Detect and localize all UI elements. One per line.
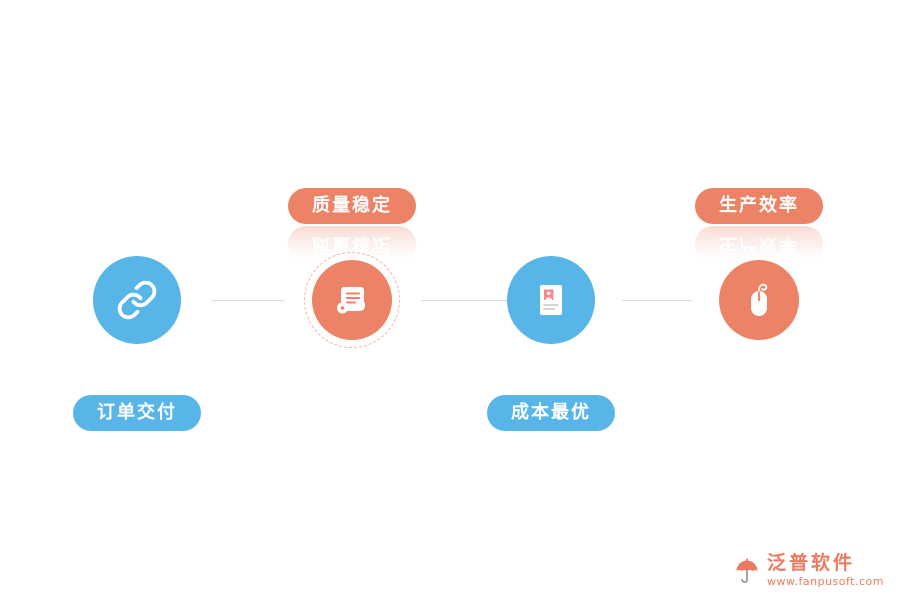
label-quality-stable-text: 质量稳定 — [312, 195, 392, 216]
label-cost-optimal: 成本最优 — [487, 395, 615, 431]
brand-url: www.fanpusoft.com — [767, 575, 884, 588]
label-cost-optimal-text: 成本最优 — [511, 402, 591, 423]
label-production-efficiency-reflection: 生产效率 — [693, 224, 825, 264]
id-card-icon — [540, 285, 562, 315]
dashed-ring — [304, 252, 400, 348]
umbrella-logo-icon — [736, 557, 758, 583]
connector-2 — [421, 300, 507, 301]
node-circle-production-efficiency — [719, 260, 799, 340]
connector-1 — [211, 300, 285, 301]
label-order-delivery-text: 订单交付 — [97, 402, 177, 423]
label-quality-stable: 质量稳定 — [288, 188, 416, 224]
chain-link-icon — [117, 280, 157, 320]
node-circle-order-delivery — [93, 256, 181, 344]
brand-logo-text: 泛普软件 www.fanpusoft.com — [767, 553, 884, 588]
connector-3 — [622, 300, 692, 301]
brand-name: 泛普软件 — [767, 552, 856, 575]
mouse-icon — [751, 283, 768, 316]
label-production-efficiency: 生产效率 — [695, 188, 823, 224]
node-circle-quality-stable — [312, 260, 392, 340]
label-production-efficiency-text: 生产效率 — [719, 195, 799, 216]
scroll-icon — [337, 287, 365, 314]
reflection-fade — [693, 224, 825, 264]
brand-logo: 泛普软件 www.fanpusoft.com — [733, 553, 884, 588]
label-order-delivery: 订单交付 — [73, 395, 201, 431]
node-circle-cost-optimal — [507, 256, 595, 344]
